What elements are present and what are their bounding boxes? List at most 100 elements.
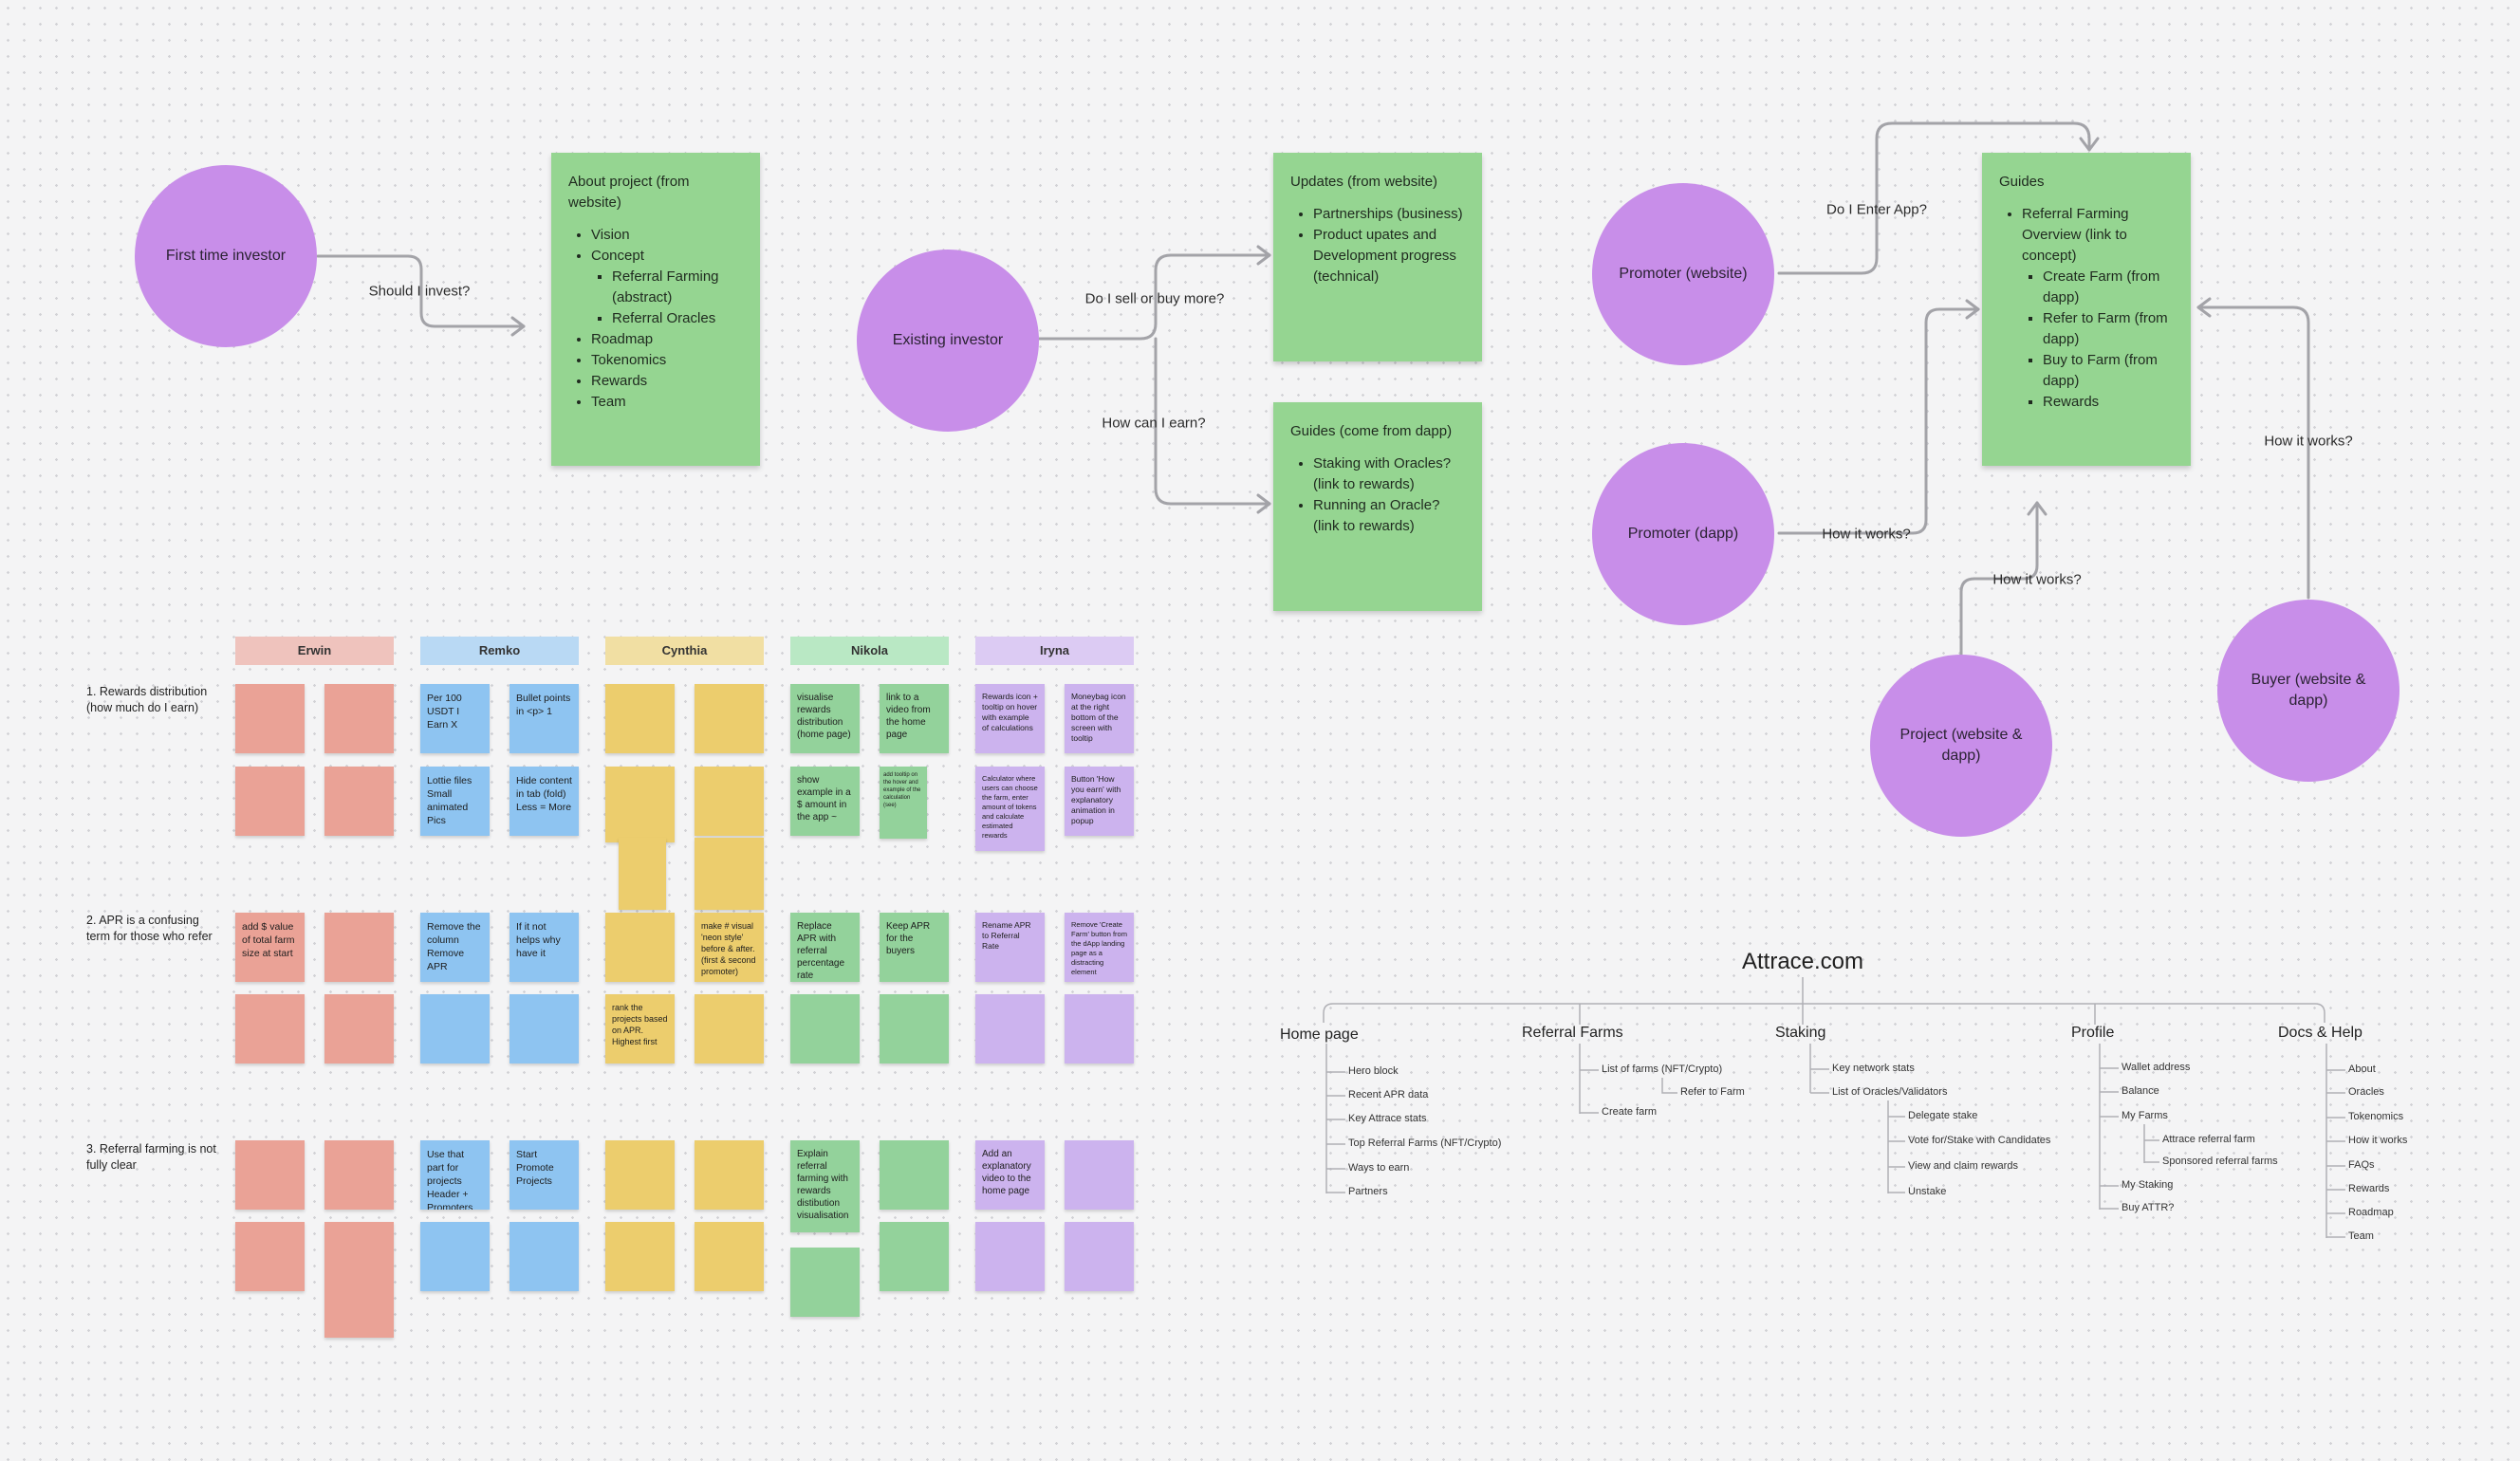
sticky-note[interactable]: Rename APR to Referral Rate <box>975 913 1045 982</box>
sticky-note[interactable]: make # visual 'neon style' before & afte… <box>695 913 764 982</box>
sticky-note[interactable] <box>1065 1140 1134 1210</box>
sticky-note[interactable]: show example in a $ amount in the app ~ <box>790 767 860 836</box>
sitemap-section-docs[interactable]: Docs & Help <box>2278 1025 2362 1041</box>
sitemap-item[interactable]: My Farms <box>2122 1110 2168 1121</box>
sitemap-item[interactable]: Recent APR data <box>1348 1089 1429 1100</box>
sticky-note[interactable] <box>880 1140 949 1210</box>
sticky-note[interactable]: add $ value of total farm size at start <box>235 913 305 982</box>
sitemap-item[interactable]: Create farm <box>1602 1106 1658 1118</box>
sitemap-section-referral-farms[interactable]: Referral Farms <box>1522 1025 1623 1041</box>
sitemap-item[interactable]: Unstake <box>1908 1186 1947 1197</box>
sticky-note[interactable]: link to a video from the home page <box>880 684 949 753</box>
sticky-note[interactable] <box>235 994 305 1063</box>
sitemap-item[interactable]: Team <box>2348 1230 2374 1242</box>
sticky-note[interactable] <box>235 767 305 836</box>
sitemap-section-staking[interactable]: Staking <box>1775 1025 1826 1041</box>
sticky-note[interactable]: add tooltip on the hover and example of … <box>880 767 927 839</box>
sitemap-item[interactable]: Delegate stake <box>1908 1110 1978 1121</box>
guides-box[interactable]: Guides Referral Farming Overview (link t… <box>1982 153 2191 466</box>
sticky-note[interactable] <box>695 1140 764 1210</box>
guides-dapp-box[interactable]: Guides (come from dapp) Staking with Ora… <box>1273 402 1482 611</box>
sitemap-item[interactable]: Rewards <box>2348 1183 2390 1194</box>
sticky-note[interactable]: Rewards icon + tooltip on hover with exa… <box>975 684 1045 753</box>
about-project-box[interactable]: About project (from website) Vision Conc… <box>551 153 760 466</box>
persona-promoter-website[interactable]: Promoter (website) <box>1592 183 1774 365</box>
sticky-note[interactable] <box>235 1140 305 1210</box>
sticky-note[interactable]: If it not helps why have it <box>510 913 579 982</box>
sticky-note[interactable] <box>324 913 394 982</box>
sitemap-section-home[interactable]: Home page <box>1280 1026 1359 1043</box>
sticky-note[interactable] <box>420 1222 490 1291</box>
sticky-note[interactable] <box>324 1140 394 1210</box>
sitemap-item[interactable]: Wallet address <box>2122 1062 2191 1073</box>
sitemap-item[interactable]: View and claim rewards <box>1908 1160 2018 1172</box>
sitemap-item[interactable]: My Staking <box>2122 1179 2174 1191</box>
sitemap-item[interactable]: How it works <box>2348 1135 2408 1146</box>
sitemap-item[interactable]: FAQs <box>2348 1159 2375 1171</box>
sitemap-item[interactable]: Refer to Farm <box>1680 1086 1745 1098</box>
sticky-note[interactable] <box>695 684 764 753</box>
persona-first-time-investor[interactable]: First time investor <box>135 165 317 347</box>
sticky-note[interactable]: Explain referral farming with rewards di… <box>790 1140 860 1232</box>
sticky-note[interactable]: rank the projects based on APR. Highest … <box>605 994 675 1063</box>
sitemap-item[interactable]: Roadmap <box>2348 1207 2394 1218</box>
sitemap-item[interactable]: Buy ATTR? <box>2122 1202 2175 1213</box>
sticky-note[interactable] <box>324 684 394 753</box>
sticky-note[interactable]: Moneybag icon at the right bottom of the… <box>1065 684 1134 753</box>
sticky-note[interactable] <box>695 767 764 836</box>
sitemap-item[interactable]: About <box>2348 1063 2376 1075</box>
sticky-note[interactable] <box>605 1140 675 1210</box>
sticky-note[interactable] <box>605 767 675 842</box>
sitemap-item[interactable]: Tokenomics <box>2348 1111 2404 1122</box>
sticky-note[interactable]: Button 'How you earn' with explanatory a… <box>1065 767 1134 836</box>
sticky-note[interactable]: Start Promote Projects <box>510 1140 579 1210</box>
sticky-note[interactable] <box>1065 1222 1134 1291</box>
sticky-note[interactable]: Bullet points in <p> 1 <box>510 684 579 753</box>
sticky-note[interactable] <box>510 994 579 1063</box>
sticky-note[interactable] <box>605 1222 675 1291</box>
sitemap-item[interactable]: Balance <box>2122 1085 2159 1097</box>
sticky-note[interactable] <box>695 1222 764 1291</box>
sitemap-section-profile[interactable]: Profile <box>2071 1025 2115 1041</box>
sticky-note[interactable] <box>420 994 490 1063</box>
sticky-note[interactable] <box>324 767 394 836</box>
sticky-note[interactable] <box>619 838 666 910</box>
sitemap-item[interactable]: Hero block <box>1348 1065 1399 1077</box>
sticky-note[interactable]: Hide content in tab (fold) Less = More <box>510 767 579 836</box>
sitemap-item[interactable]: Key Attrace stats <box>1348 1113 1427 1124</box>
sticky-note[interactable] <box>605 913 675 982</box>
sticky-note[interactable] <box>880 1222 949 1291</box>
sticky-note[interactable] <box>1065 994 1134 1063</box>
sticky-note[interactable] <box>880 994 949 1063</box>
sticky-note[interactable]: Calculator where users can choose the fa… <box>975 767 1045 851</box>
sitemap-item[interactable]: Sponsored referral farms <box>2162 1156 2278 1167</box>
persona-project[interactable]: Project (website & dapp) <box>1870 655 2052 837</box>
sticky-note[interactable] <box>695 838 764 910</box>
persona-promoter-dapp[interactable]: Promoter (dapp) <box>1592 443 1774 625</box>
sitemap-item[interactable]: List of farms (NFT/Crypto) <box>1602 1063 1723 1075</box>
sticky-note[interactable] <box>695 994 764 1063</box>
sticky-note[interactable]: Remove the column Remove APR <box>420 913 490 982</box>
updates-box[interactable]: Updates (from website) Partnerships (bus… <box>1273 153 1482 361</box>
sticky-note[interactable] <box>975 994 1045 1063</box>
sticky-note[interactable] <box>510 1222 579 1291</box>
sticky-note[interactable]: visualise rewards distribution (home pag… <box>790 684 860 753</box>
sitemap-item[interactable]: List of Oracles/Validators <box>1832 1086 1948 1098</box>
persona-buyer[interactable]: Buyer (website & dapp) <box>2217 600 2400 782</box>
sticky-note[interactable] <box>324 1222 394 1338</box>
persona-existing-investor[interactable]: Existing investor <box>857 250 1039 432</box>
sitemap-item[interactable]: Attrace referral farm <box>2162 1134 2255 1145</box>
sticky-note[interactable] <box>324 994 394 1063</box>
sticky-note[interactable]: Lottie files Small animated Pics <box>420 767 490 836</box>
sticky-note[interactable]: Keep APR for the buyers <box>880 913 949 982</box>
sticky-note[interactable]: Add an explanatory video to the home pag… <box>975 1140 1045 1210</box>
sticky-note[interactable]: Replace APR with referral percentage rat… <box>790 913 860 982</box>
sticky-note[interactable]: Per 100 USDT I Earn X <box>420 684 490 753</box>
sticky-note[interactable]: Use that part for projects Header + Prom… <box>420 1140 490 1210</box>
sitemap-item[interactable]: Vote for/Stake with Candidates <box>1908 1135 2051 1146</box>
sticky-note[interactable] <box>235 1222 305 1291</box>
sitemap-item[interactable]: Key network stats <box>1832 1063 1915 1074</box>
sitemap-item[interactable]: Partners <box>1348 1186 1388 1197</box>
sticky-note[interactable] <box>235 684 305 753</box>
sticky-note[interactable] <box>605 684 675 753</box>
